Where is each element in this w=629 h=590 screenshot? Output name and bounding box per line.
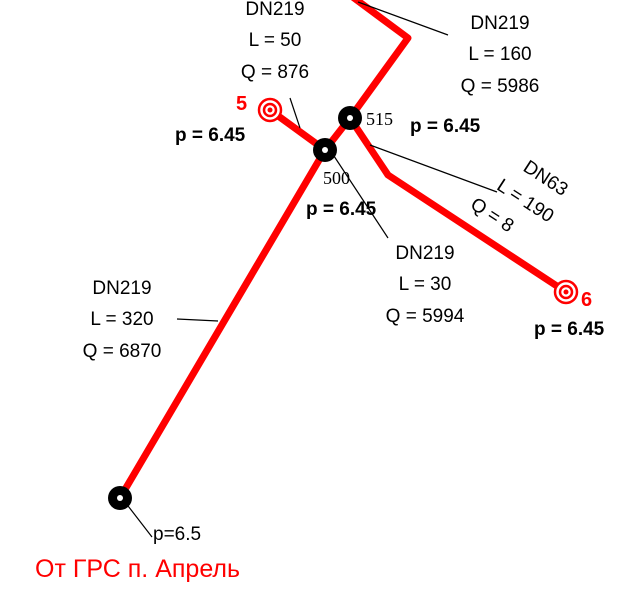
node-515-hole (347, 115, 353, 121)
node-6-inner-ring (558, 284, 574, 300)
leader-main (176, 318, 219, 322)
middle-flow: Q = 5994 (386, 306, 465, 327)
node-515-number: 515 (366, 109, 393, 129)
pipe-main (116, 146, 329, 502)
top-right-length: L = 160 (468, 44, 531, 65)
leader-source (124, 501, 153, 538)
node-5-number: 5 (236, 93, 247, 115)
node-6-pressure: p = 6.45 (534, 319, 605, 340)
leader-middle (329, 149, 389, 239)
node-5-pressure: p = 6.45 (175, 125, 246, 146)
pipe-dn63-node6 (346, 114, 570, 296)
node-500-number: 500 (323, 168, 350, 188)
node-500-pressure: p = 6.45 (306, 199, 377, 220)
top-left-dn: DN219 (245, 0, 304, 20)
node-5-inner-ring (262, 102, 278, 118)
pipe-node500-node515-top (321, 0, 412, 154)
top-left-length: L = 50 (249, 30, 302, 51)
segment-label-middle: DN219 L = 30 Q = 5994 (386, 243, 465, 327)
leader-lines (124, 1, 498, 538)
segment-label-top-right: DN219 L = 160 Q = 5986 (461, 13, 540, 97)
source-label: От ГРС п. Апрель (35, 555, 240, 583)
node-515-pressure: p = 6.45 (410, 116, 481, 137)
node-6-dot (563, 289, 569, 295)
node-6-number: 6 (581, 289, 592, 311)
source-pressure: p=6.5 (153, 524, 201, 545)
segment-label-top-left: DN219 L = 50 Q = 876 (241, 0, 309, 83)
node-source (108, 486, 132, 510)
node-6 (553, 279, 579, 305)
node-5 (257, 97, 283, 123)
main-length: L = 320 (90, 309, 153, 330)
node-515 (338, 106, 362, 130)
node-500 (313, 138, 337, 162)
main-dn: DN219 (92, 278, 151, 299)
top-left-flow: Q = 876 (241, 62, 309, 83)
middle-dn: DN219 (395, 243, 454, 264)
node-source-hole (117, 495, 123, 501)
leader-top-left (289, 97, 301, 129)
middle-length: L = 30 (399, 274, 452, 295)
top-right-dn: DN219 (470, 13, 529, 34)
pipes (116, 0, 570, 502)
top-right-flow: Q = 5986 (461, 76, 540, 97)
leader-top-right (357, 1, 449, 36)
leader-dn63 (369, 144, 498, 193)
main-flow: Q = 6870 (83, 341, 162, 362)
segment-label-main: DN219 L = 320 Q = 6870 (83, 278, 162, 362)
node-5-dot (267, 107, 273, 113)
node-500-hole (322, 147, 328, 153)
